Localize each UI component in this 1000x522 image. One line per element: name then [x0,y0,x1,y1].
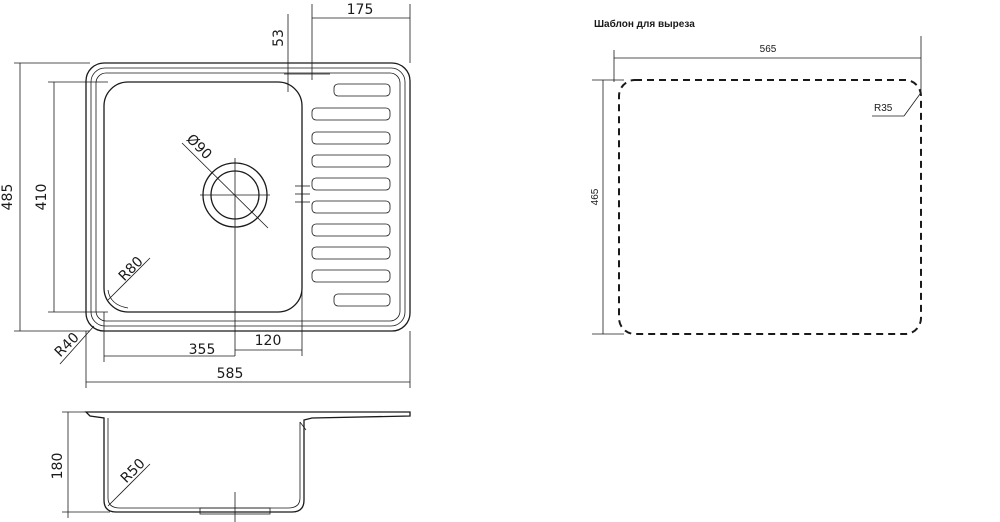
drain-diameter-leader [181,142,269,229]
dim-355: 355 [189,342,216,358]
dim-485: 485 [0,184,16,211]
dim-175: 175 [347,2,374,18]
outer-rim [85,62,411,332]
dim-565: 565 [760,44,777,55]
leader-r40 [59,325,95,365]
drainer-slot [311,200,391,214]
template-title: Шаблон для выреза [594,18,695,30]
drainer-slot [311,177,391,191]
dim-r50: R50 [118,456,149,487]
dim-120: 120 [255,333,282,349]
cutout-outline [618,79,922,335]
sink-side-view: 180 R50 [50,411,411,522]
drainer-slots [311,83,391,307]
side-profile [84,411,411,513]
drainer-slot [311,269,391,283]
drainer-slot [311,246,391,260]
dim-180: 180 [50,453,66,480]
cutout-template: Шаблон для выреза 565 465 R35 [590,18,922,335]
drainer-slot [311,131,391,145]
drainer-slot [311,154,391,168]
leader-r35-angle [903,93,921,117]
dim-r40: R40 [52,330,83,361]
dim-diameter-90: Ø90 [183,131,215,163]
dim-410: 410 [34,184,50,211]
sink-top-view: 485 410 175 53 Ø90 R80 R40 355 120 [0,2,411,388]
leader-r50 [107,463,151,507]
dim-585: 585 [217,366,244,382]
dim-r80: R80 [116,254,147,285]
drainer-slot [333,293,391,307]
side-detail [299,421,307,431]
rim-step [95,72,401,322]
leader-r80 [107,257,151,301]
drainer-slot [311,223,391,237]
drainer-slot [333,83,391,97]
dim-53: 53 [271,29,287,47]
bowl-outline [103,81,303,313]
outer-rim-inner [90,67,406,327]
bowl-corner-arc [107,289,129,309]
drainer-slot [311,107,391,121]
dim-465: 465 [590,188,601,205]
dim-r35: R35 [874,103,893,114]
